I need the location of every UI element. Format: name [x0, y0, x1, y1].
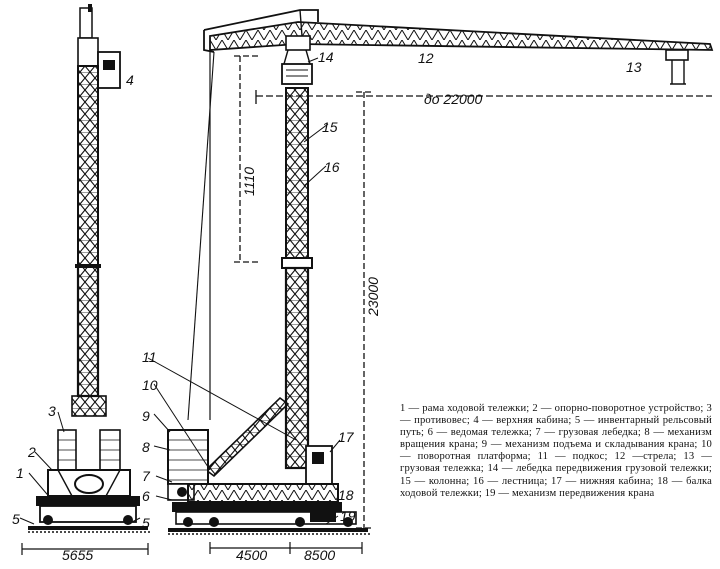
callout-5-left: 5: [12, 511, 20, 527]
dim-track-span: 8500: [304, 547, 335, 563]
callout-10: 10: [142, 377, 158, 393]
callout-11: 11: [142, 349, 157, 365]
callout-18: 18: [338, 487, 354, 503]
callout-6: 6: [142, 488, 150, 504]
legend-text: 1 — рама ходовой тележки; 2 — опорно-пов…: [400, 403, 712, 499]
dim-height: 23000: [365, 277, 381, 317]
dim-reach: до 22000: [424, 91, 483, 107]
callout-7: 7: [142, 468, 151, 484]
callout-8: 8: [142, 439, 150, 455]
callout-12: 12: [418, 50, 434, 66]
callout-5-right: 5: [142, 515, 150, 531]
legend: 1 — рама ходовой тележки; 2 — опорно-пов…: [400, 403, 712, 500]
callout-19: 19: [340, 508, 356, 524]
callout-labels: 1 2 3 4 5 5 6 7 8 9 10 11 12 13 14 15 16…: [12, 49, 642, 531]
callout-1: 1: [16, 465, 24, 481]
callout-3: 3: [48, 403, 56, 419]
dimension-labels: до 22000 1110 23000 5655 4500 8500: [62, 91, 483, 563]
callout-14: 14: [318, 49, 334, 65]
dim-front-base: 4500: [236, 547, 267, 563]
callout-15: 15: [322, 119, 338, 135]
callout-4: 4: [126, 72, 134, 88]
dim-column-segment: 1110: [241, 167, 257, 196]
callout-17: 17: [338, 429, 355, 445]
callout-9: 9: [142, 408, 150, 424]
callout-13: 13: [626, 59, 642, 75]
main-view: [147, 9, 714, 554]
callout-2: 2: [27, 444, 36, 460]
side-view: [19, 4, 150, 555]
dim-side-base: 5655: [62, 547, 93, 563]
callout-16: 16: [324, 159, 340, 175]
